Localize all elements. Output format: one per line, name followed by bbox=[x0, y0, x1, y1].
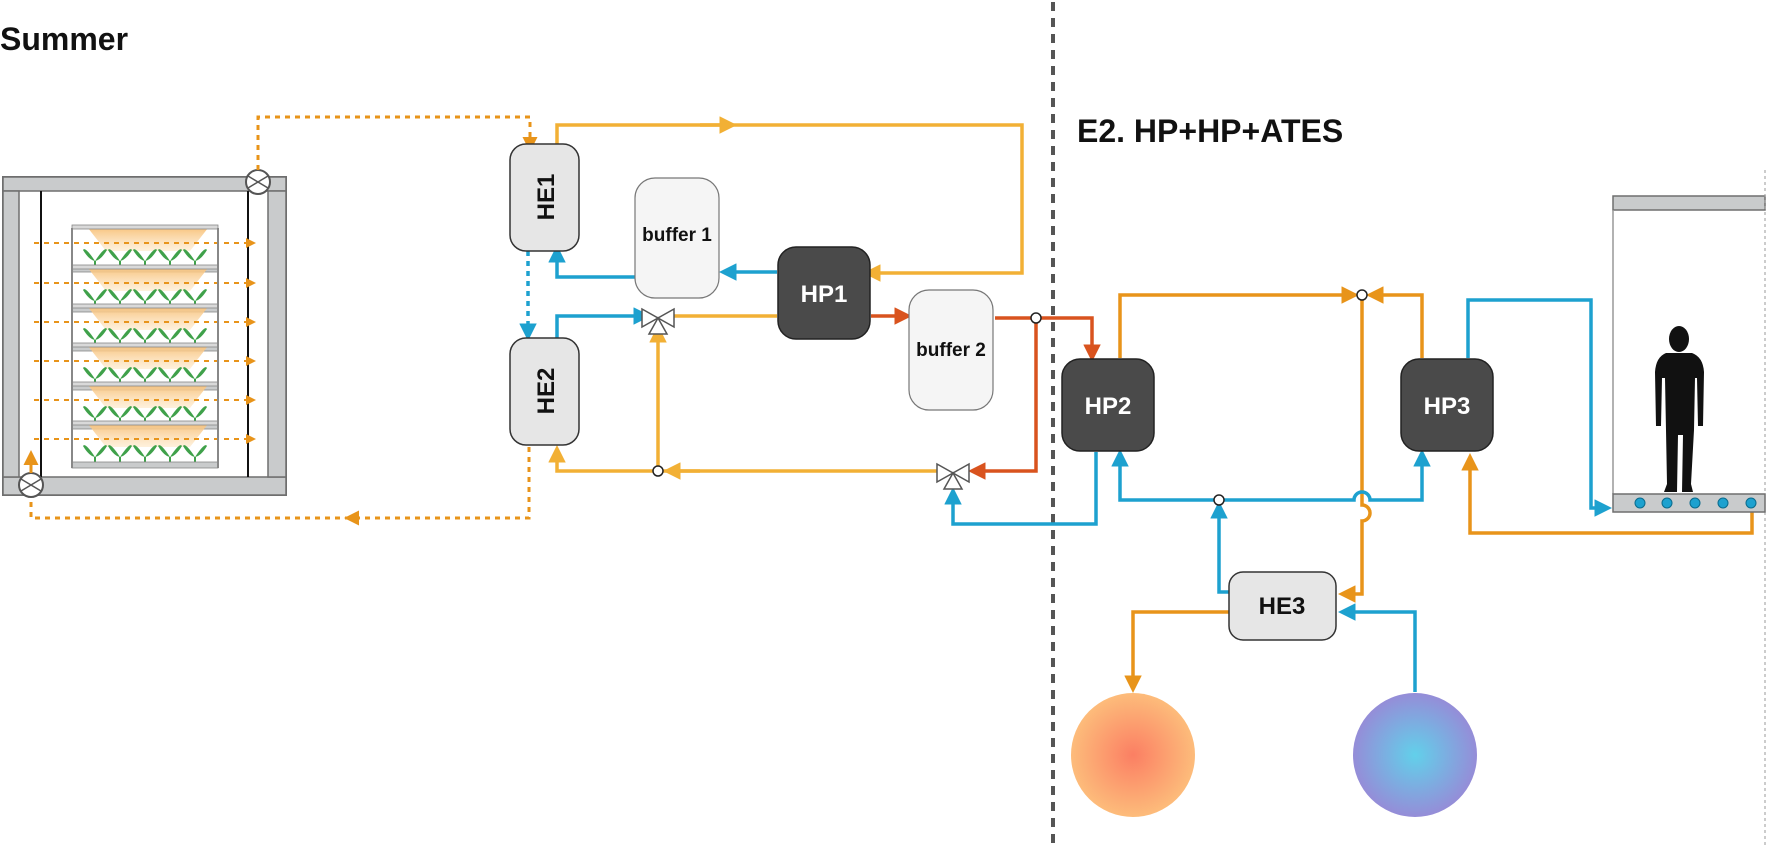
pipe-he2-valve bbox=[555, 307, 651, 340]
grow-light-bar bbox=[71, 224, 219, 230]
pipe-cold-header-hp2 bbox=[1111, 449, 1219, 502]
warm-aquifer-well-icon bbox=[1071, 693, 1195, 817]
grow-light-glow bbox=[88, 268, 208, 291]
he2-unit[interactable]: HE2 bbox=[509, 337, 580, 446]
he3-unit[interactable]: HE3 bbox=[1228, 571, 1337, 641]
grow-light-glow bbox=[88, 228, 208, 251]
room-cross-section bbox=[1612, 170, 1766, 846]
air-return-line bbox=[344, 447, 531, 526]
junction-node bbox=[1030, 312, 1042, 324]
junction-node bbox=[652, 465, 664, 477]
pipe-junction-he3 bbox=[1338, 295, 1372, 603]
junction-node bbox=[1213, 494, 1225, 506]
grow-light-glow bbox=[88, 385, 208, 408]
shelf-tray bbox=[71, 461, 219, 469]
pipe-he3-cold-header bbox=[1210, 501, 1230, 594]
fan-icon bbox=[245, 169, 271, 195]
grow-light-glow bbox=[88, 424, 208, 447]
pipe-hp2-valve bbox=[944, 452, 1098, 526]
he2-label: HE2 bbox=[533, 368, 560, 415]
buffer1-label: buffer 1 bbox=[642, 225, 712, 246]
plant-sprout bbox=[83, 445, 107, 462]
grow-light-bar bbox=[71, 303, 219, 309]
plant-sprout bbox=[133, 445, 157, 462]
pipe-hp1-loop bbox=[555, 123, 1024, 282]
floor-heating-pipe bbox=[1634, 497, 1646, 509]
floor-heating-pipe bbox=[1689, 497, 1701, 509]
pipe-buffer2-hp2 bbox=[995, 316, 1101, 362]
air-supply-line bbox=[256, 115, 538, 170]
buffer1-tank[interactable]: buffer 1 bbox=[634, 177, 720, 299]
grow-light-glow bbox=[88, 307, 208, 330]
scenario-title: E2. HP+HP+ATES bbox=[1077, 113, 1343, 149]
plant-sprout bbox=[158, 445, 182, 462]
grow-light-bar bbox=[71, 381, 219, 387]
he3-label: HE3 bbox=[1259, 593, 1306, 620]
cold-aquifer-well-icon bbox=[1353, 693, 1477, 817]
junction-node bbox=[1356, 289, 1368, 301]
season-title: Summer bbox=[0, 21, 128, 57]
pipe-lower-return bbox=[548, 445, 946, 473]
pipe-buffer1-he1 bbox=[548, 245, 635, 279]
he1-unit[interactable]: HE1 bbox=[509, 143, 580, 252]
pipe-cold-header-hp3 bbox=[1219, 449, 1431, 502]
plant-sprout bbox=[183, 445, 207, 462]
pipe-cold-well-he3 bbox=[1338, 603, 1417, 692]
grow-light-bar bbox=[71, 264, 219, 270]
he1-label: HE1 bbox=[533, 174, 560, 221]
grow-light-bar bbox=[71, 420, 219, 426]
three-way-valve-icon bbox=[641, 307, 675, 335]
hp3-unit[interactable]: HP3 bbox=[1400, 358, 1494, 452]
air-return-line-2 bbox=[29, 497, 350, 520]
pipe-hp3-room bbox=[1466, 298, 1612, 517]
hp1-label: HP1 bbox=[801, 281, 848, 308]
buffer2-label: buffer 2 bbox=[916, 340, 986, 361]
pipe-hp2-top bbox=[1118, 286, 1359, 358]
grow-light-glow bbox=[88, 346, 208, 369]
pipe-he3-warm-well bbox=[1124, 610, 1230, 693]
three-way-valve-icon bbox=[936, 462, 970, 490]
vertical-farm-rack-icon bbox=[2, 176, 287, 496]
floor-heating-pipe bbox=[1661, 497, 1673, 509]
fan-icon bbox=[18, 472, 44, 498]
plant-sprout bbox=[108, 445, 132, 462]
hp3-label: HP3 bbox=[1424, 393, 1471, 420]
floor-heating-pipe bbox=[1717, 497, 1729, 509]
pipe-buffer2-valve bbox=[968, 318, 1038, 480]
grow-light-bar bbox=[71, 342, 219, 348]
hp2-label: HP2 bbox=[1085, 393, 1132, 420]
person-silhouette-icon bbox=[1655, 326, 1704, 492]
buffer2-tank[interactable]: buffer 2 bbox=[908, 289, 994, 411]
pipe-room-hp3 bbox=[1461, 453, 1754, 535]
floor-heating-pipe bbox=[1745, 497, 1757, 509]
pipe-hp3-top bbox=[1366, 286, 1424, 358]
hp1-unit[interactable]: HP1 bbox=[777, 246, 871, 340]
hp2-unit[interactable]: HP2 bbox=[1061, 358, 1155, 452]
